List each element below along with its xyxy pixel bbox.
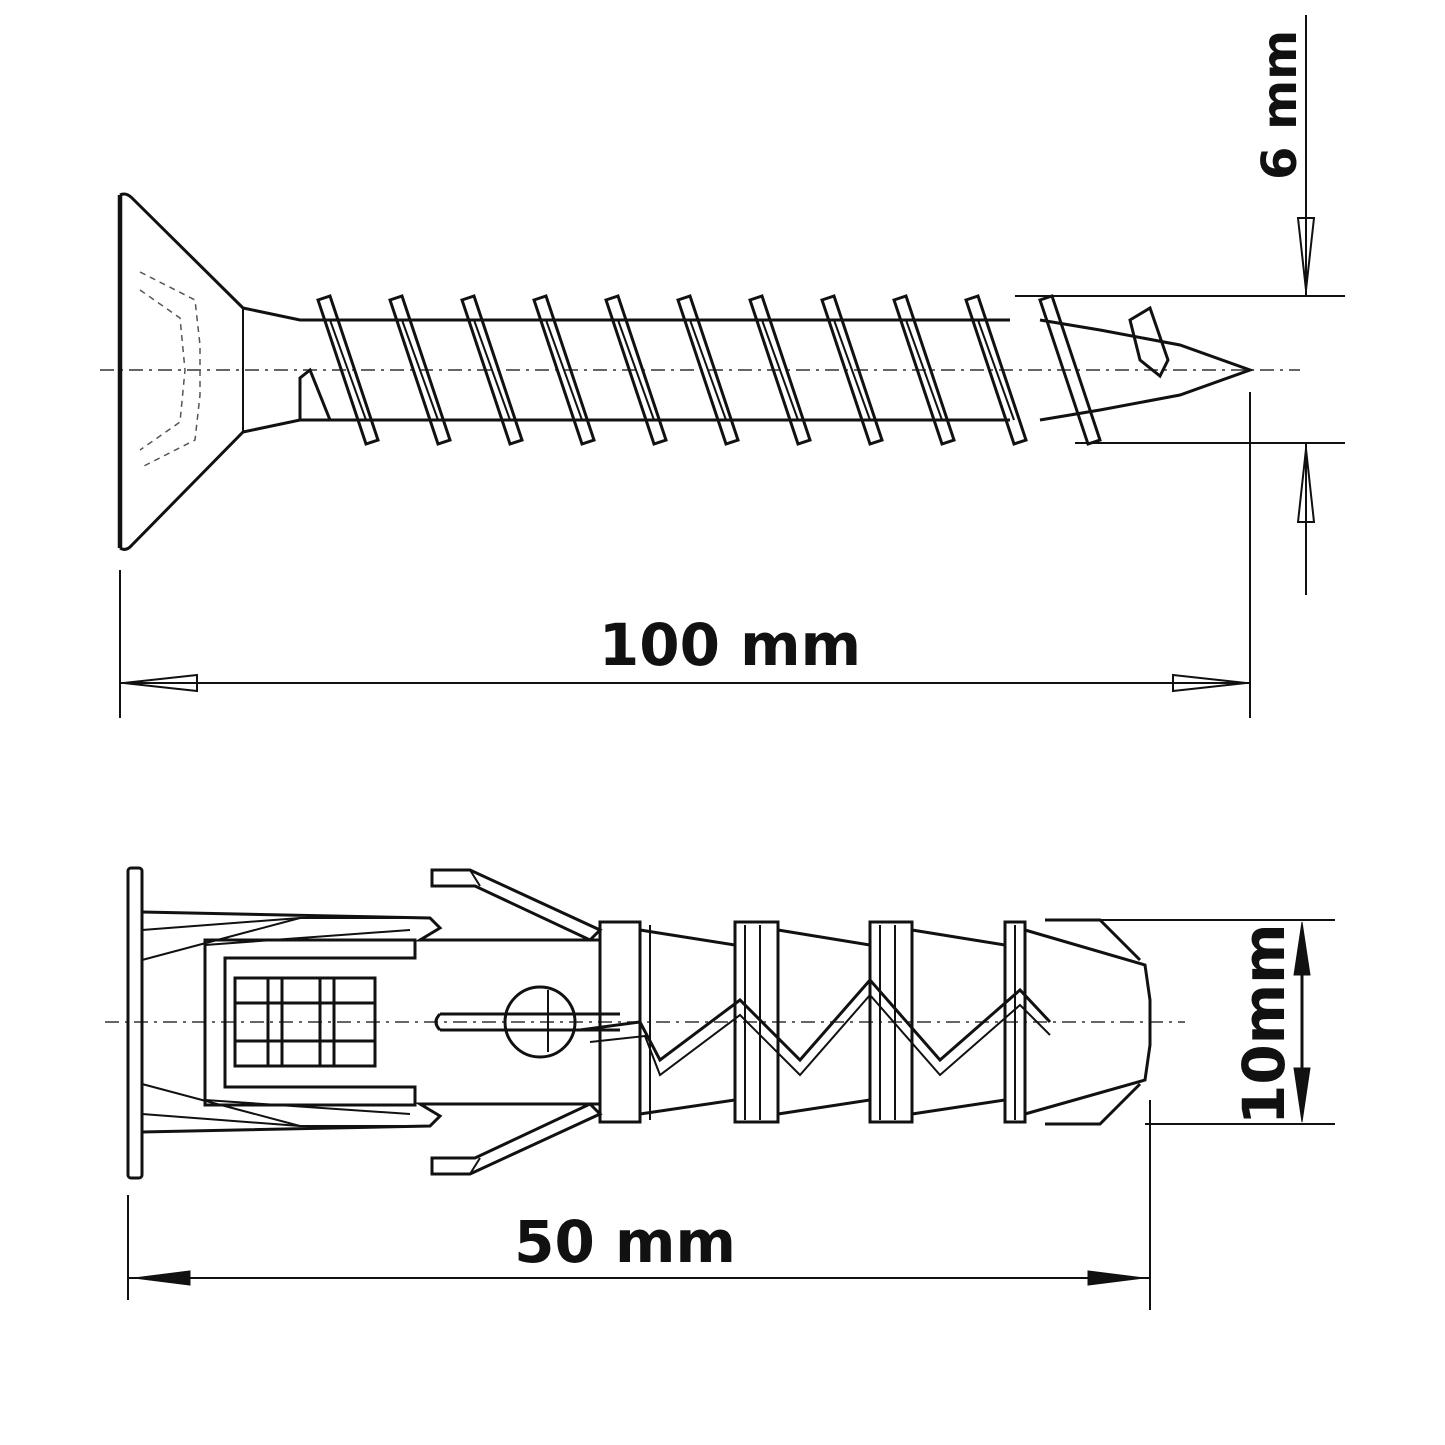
screw-length-label: 100 mm	[599, 611, 861, 679]
anchor-diameter-label: 10mm	[1230, 923, 1298, 1125]
anchor-barb-bottom	[430, 1102, 603, 1176]
anchor-length-label: 50 mm	[514, 1208, 736, 1276]
screw-drawing: 6 mm 100 mm	[100, 15, 1345, 718]
screw-tip	[1039, 318, 1255, 422]
anchor-drawing: 10mm 50 mm	[105, 866, 1335, 1310]
anchor-window-grid	[233, 976, 377, 1068]
anchor-flange	[126, 866, 144, 1180]
anchor-barb-top	[430, 868, 603, 942]
screw-diameter-label: 6 mm	[1252, 30, 1308, 180]
anchor-segments	[598, 918, 1152, 1126]
anchor-spring	[579, 977, 1052, 1063]
screw-thread	[298, 294, 1102, 446]
